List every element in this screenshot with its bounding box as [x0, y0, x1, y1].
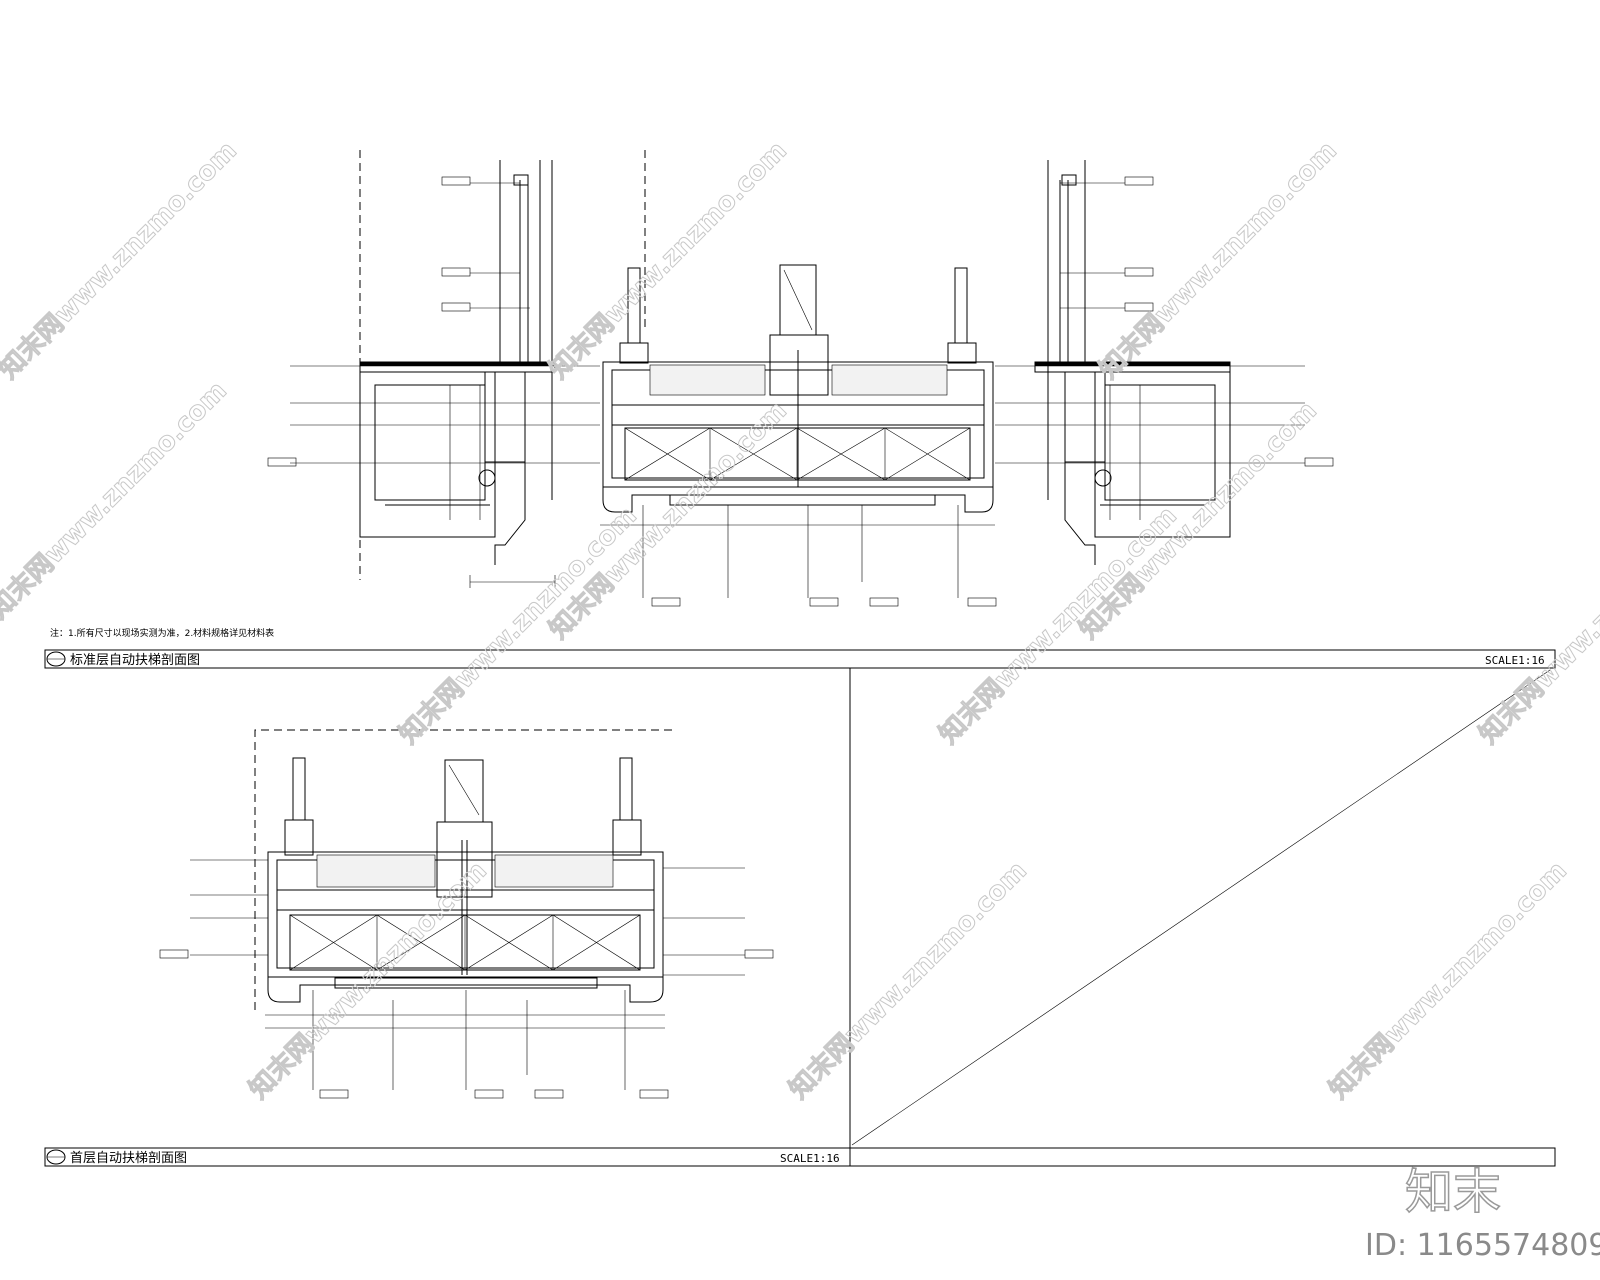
top-section-scale: SCALE1:16 — [1485, 654, 1545, 667]
image-id-label: ID: 1165574809 — [1365, 1228, 1600, 1263]
bottom-section-scale: SCALE1:16 — [780, 1152, 840, 1165]
top-title-bar: 标准层自动扶梯剖面图 SCALE1:16 — [44, 649, 1556, 669]
watermark-text: 知末网www.znzmo.com — [544, 136, 793, 385]
watermark-text: 知末网www.znzmo.com — [784, 856, 1033, 1105]
top-escalator-truss — [600, 264, 995, 526]
top-section-title: 标准层自动扶梯剖面图 — [70, 653, 200, 668]
watermark-text: 知末网www.znzmo.com — [244, 856, 493, 1105]
watermark-text: 知末网www.znzmo.com — [1474, 501, 1600, 750]
watermark-text: 知末网www.znzmo.com — [1324, 856, 1573, 1105]
watermark-text: 知末网www.znzmo.com — [544, 396, 793, 645]
watermark-text: 知末网www.znzmo.com — [0, 136, 243, 385]
watermark-text: 知末网www.znzmo.com — [394, 501, 643, 750]
brand-logo-text: 知末 — [1405, 1164, 1501, 1220]
section-symbol-icon — [46, 651, 66, 667]
watermark-text: 知末网www.znzmo.com — [0, 376, 233, 625]
watermark-layer: 知末网www.znzmo.com 知末网www.znzmo.com 知末网www… — [0, 135, 1600, 1105]
top-section-note: 注：1.所有尺寸以现场实测为准，2.材料规格详见材料表 — [50, 627, 274, 639]
top-section-drawing: 注：1.所有尺寸以现场实测为准，2.材料规格详见材料表 — [50, 150, 1334, 639]
bottom-section-drawing — [159, 729, 774, 1099]
watermark-text: 知末网www.znzmo.com — [934, 501, 1183, 750]
section-symbol-icon — [46, 1149, 66, 1165]
right-floor-slab — [1034, 160, 1231, 565]
watermark-text: 知末网www.znzmo.com — [1094, 136, 1343, 385]
left-floor-slab — [359, 160, 556, 565]
empty-panel-diagonal — [851, 669, 1551, 1146]
watermark-text: 知末网www.znzmo.com — [1074, 396, 1323, 645]
top-leader-lines — [267, 176, 1334, 607]
bottom-section-title: 首层自动扶梯剖面图 — [70, 1151, 187, 1166]
bottom-title-bar: 首层自动扶梯剖面图 SCALE1:16 — [44, 1147, 1556, 1167]
